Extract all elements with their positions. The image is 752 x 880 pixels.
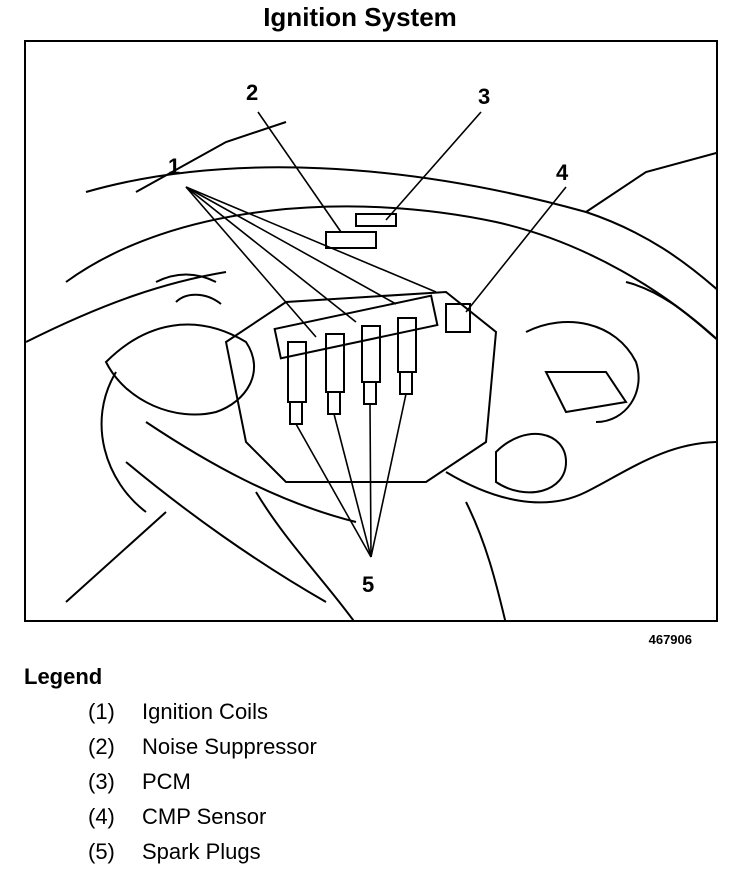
- callout-2-label: 2: [246, 80, 259, 105]
- engine-bay-drawing: [26, 111, 716, 620]
- legend-item-label: Noise Suppressor: [142, 733, 317, 759]
- callout-3-label: 3: [478, 84, 491, 109]
- callout-5-label: 5: [362, 572, 375, 597]
- legend-item-number: (1): [88, 698, 115, 724]
- legend-item: (3) PCM: [88, 764, 317, 799]
- legend-item-number: (5): [88, 838, 115, 864]
- legend-heading: Legend: [24, 664, 103, 689]
- legend-item-number: (2): [88, 733, 115, 759]
- legend-item-label: CMP Sensor: [142, 803, 267, 829]
- legend-item-label: Spark Plugs: [142, 838, 261, 864]
- callout-4-label: 4: [556, 160, 569, 185]
- diagram-title: Ignition System: [263, 2, 457, 32]
- legend-item: (1) Ignition Coils: [88, 694, 317, 729]
- legend-item: (2) Noise Suppressor: [88, 729, 317, 764]
- legend-item-number: (3): [88, 768, 115, 794]
- legend-item-label: Ignition Coils: [142, 698, 268, 724]
- legend-item: (4) CMP Sensor: [88, 799, 317, 834]
- legend-item-number: (4): [88, 803, 115, 829]
- callout-1-label: 1: [168, 154, 181, 179]
- engine-illustration-frame: 1 2 3 4 5: [24, 40, 718, 622]
- legend-list: (1) Ignition Coils (2) Noise Suppressor …: [88, 694, 317, 869]
- figure-id: 467906: [648, 632, 692, 647]
- legend-item: (5) Spark Plugs: [88, 834, 317, 869]
- legend-item-label: PCM: [142, 768, 191, 794]
